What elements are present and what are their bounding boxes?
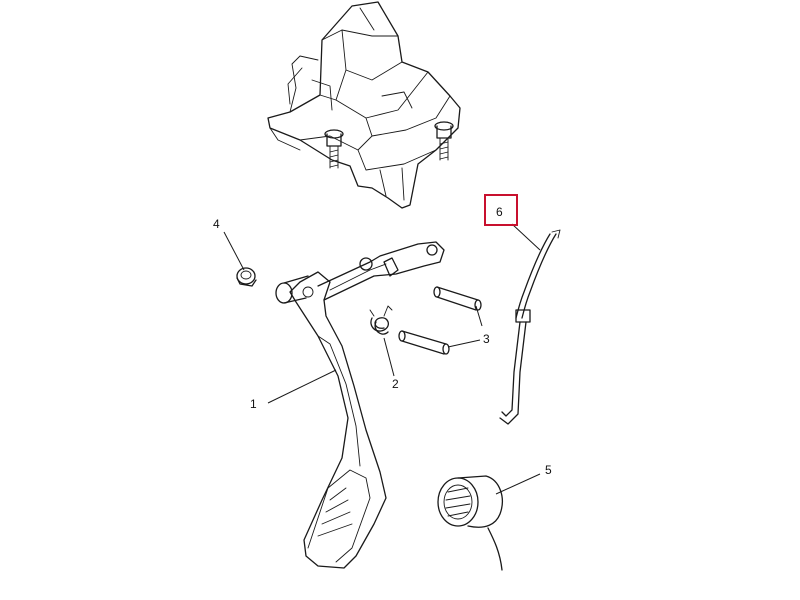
callout-2[interactable]: 2 (392, 377, 399, 391)
part-5-switch[interactable] (437, 475, 503, 571)
part-6-cable[interactable] (499, 229, 561, 425)
mounting-bracket (267, 1, 461, 209)
callout-labels: 1 2 3 4 5 6 (213, 194, 552, 477)
leader-lines (223, 223, 541, 495)
part-4-bushing[interactable] (236, 267, 257, 287)
part-1-pedal-arm[interactable] (275, 241, 445, 569)
part-3-pins[interactable] (398, 286, 482, 355)
callout-4[interactable]: 4 (213, 217, 220, 231)
callout-6-highlight-box (484, 194, 518, 226)
callout-3[interactable]: 3 (483, 332, 490, 346)
callout-5[interactable]: 5 (545, 463, 552, 477)
part-2-spring[interactable] (369, 305, 393, 335)
callout-6[interactable]: 6 (496, 205, 503, 219)
callout-1[interactable]: 1 (250, 397, 257, 411)
